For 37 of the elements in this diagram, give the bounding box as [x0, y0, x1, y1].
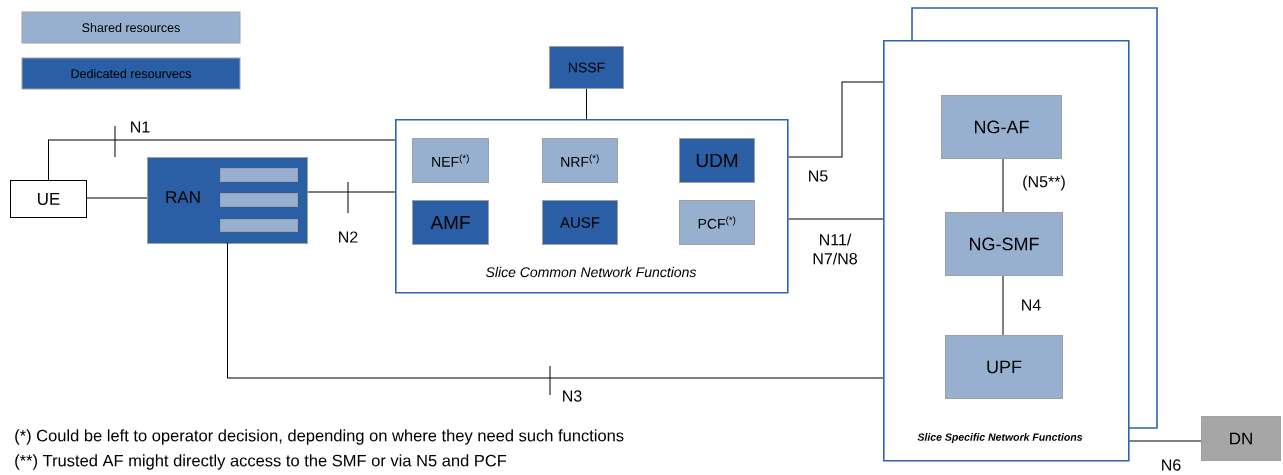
- network-box: DN: [1201, 416, 1281, 461]
- edge-label: N2: [339, 231, 358, 243]
- ue-box: UE: [10, 180, 87, 218]
- connector-line: [788, 81, 884, 158]
- connector-line: [86, 197, 148, 199]
- resource-bar: [220, 219, 298, 232]
- edge-label: N6: [1162, 459, 1181, 471]
- edge-label: N3: [563, 390, 582, 402]
- function-box: NG-SMF: [945, 212, 1063, 276]
- connector-line: [1002, 158, 1004, 213]
- function-box: NRF$^{(*)}$: [542, 138, 618, 183]
- function-box: PCF$^{(*)}$: [679, 200, 755, 245]
- function-box: AMF: [412, 200, 489, 245]
- legend-text: Shared resources: [82, 22, 180, 33]
- footnote: (**) Trusted AF might directly access to the SMF or via N5 and PCF: [15, 454, 507, 470]
- resource-bar: [220, 168, 298, 182]
- connector-line: [788, 218, 884, 220]
- edge-label: N4: [1022, 299, 1041, 311]
- connector-line: [307, 191, 396, 193]
- footnote: (*) Could be left to operator decision, depending on where they need such functions: [15, 429, 624, 445]
- edge-label: N5: [809, 170, 828, 182]
- edge-label: N1: [131, 121, 150, 133]
- connector-line: [1002, 275, 1004, 336]
- connector-line: [1129, 440, 1202, 442]
- function-box: NEF$^{(*)}$: [412, 138, 489, 183]
- function-box: UPF: [945, 335, 1063, 399]
- function-box: NSSF: [549, 46, 624, 89]
- legend-text: Dedicated resourvecs: [71, 68, 191, 79]
- function-box: AUSF: [542, 200, 618, 245]
- connector-line: [48, 139, 396, 181]
- function-box: UDM: [679, 138, 755, 183]
- connector-line: [227, 242, 884, 379]
- resource-bar: [220, 193, 298, 207]
- edge-label: (N5**): [1023, 175, 1065, 191]
- function-box: NG-AF: [941, 95, 1062, 159]
- edge-label: N11/ N7/N8: [813, 233, 857, 265]
- connector-line: [586, 88, 587, 120]
